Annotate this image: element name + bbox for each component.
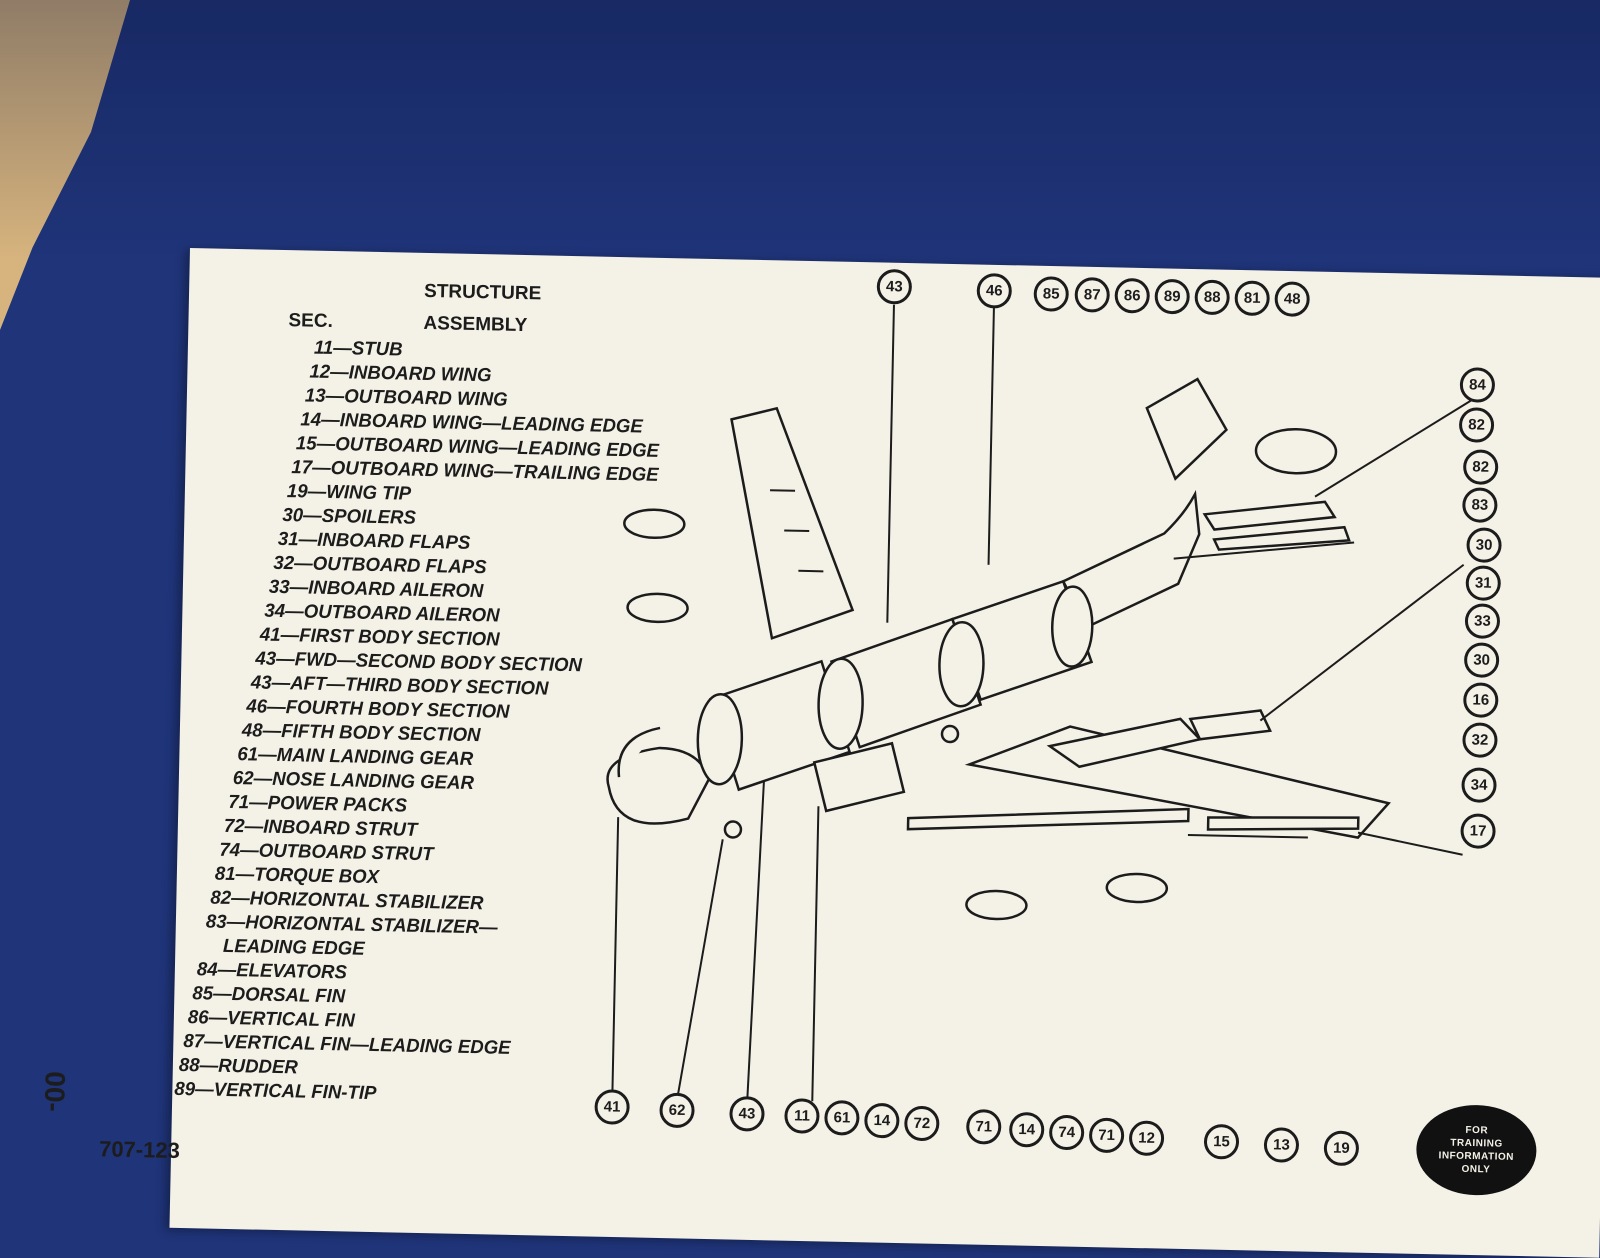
callout-bubble: 11 — [784, 1098, 820, 1134]
callout-bubble: 62 — [659, 1092, 695, 1128]
stamp-line: TRAINING — [1450, 1137, 1503, 1150]
callout-bubble: 13 — [1263, 1127, 1299, 1163]
exploded-airframe-diagram: 43 46 85 87 86 89 88 81 48 84 82 82 83 3… — [594, 269, 1502, 1166]
svg-text:15: 15 — [1213, 1133, 1230, 1150]
svg-text:41: 41 — [604, 1098, 621, 1115]
wing-drawing — [906, 709, 1391, 839]
svg-text:74: 74 — [1058, 1124, 1076, 1141]
callout-bubble: 34 — [1461, 767, 1497, 803]
callout-bubble: 31 — [1465, 565, 1501, 601]
svg-text:33: 33 — [1474, 612, 1491, 629]
callout-bubble: 82 — [1463, 449, 1499, 485]
svg-text:62: 62 — [669, 1102, 686, 1119]
svg-text:43: 43 — [886, 278, 903, 295]
page-margin-number: 00- — [38, 1071, 71, 1113]
svg-text:43: 43 — [738, 1105, 755, 1122]
svg-text:16: 16 — [1472, 691, 1489, 708]
callout-bubble: 87 — [1074, 277, 1110, 313]
blue-folder-backdrop — [0, 0, 1600, 260]
callout-bubble: 72 — [904, 1106, 940, 1142]
svg-text:31: 31 — [1475, 574, 1492, 591]
svg-text:11: 11 — [794, 1107, 810, 1124]
svg-text:86: 86 — [1124, 287, 1141, 304]
callout-bubble: 48 — [1274, 281, 1310, 317]
stamp-line: FOR — [1465, 1124, 1489, 1137]
svg-text:82: 82 — [1472, 458, 1489, 475]
callout-bubble: 74 — [1049, 1115, 1085, 1151]
callout-bubble: 41 — [594, 1089, 630, 1125]
svg-text:83: 83 — [1471, 496, 1488, 513]
svg-text:82: 82 — [1468, 416, 1485, 433]
vertical-fin-drawing — [730, 406, 855, 640]
svg-text:84: 84 — [1469, 376, 1487, 393]
svg-text:85: 85 — [1043, 285, 1060, 302]
svg-text:88: 88 — [1204, 289, 1221, 306]
callout-bubble: 19 — [1323, 1130, 1359, 1166]
svg-text:34: 34 — [1471, 776, 1489, 793]
callout-bubble: 16 — [1463, 682, 1499, 718]
svg-text:61: 61 — [833, 1109, 850, 1126]
callout-bubble: 71 — [1089, 1117, 1125, 1153]
svg-text:14: 14 — [873, 1112, 891, 1129]
callout-bubble: 30 — [1464, 642, 1500, 678]
stamp-line: ONLY — [1461, 1163, 1491, 1176]
callout-bubble: 15 — [1204, 1124, 1240, 1160]
svg-text:17: 17 — [1470, 822, 1487, 839]
svg-text:14: 14 — [1018, 1121, 1036, 1138]
callout-bubble: 82 — [1459, 407, 1495, 443]
callout-bubble: 17 — [1460, 813, 1496, 849]
svg-text:12: 12 — [1138, 1130, 1155, 1147]
callout-bubble: 71 — [966, 1109, 1002, 1145]
callout-bubble: 88 — [1194, 279, 1230, 315]
leader-lines — [611, 304, 1473, 1102]
svg-text:32: 32 — [1471, 731, 1488, 748]
fuselage-drawing — [606, 489, 1201, 825]
document-number: 707-123 — [98, 1136, 181, 1163]
svg-text:87: 87 — [1084, 286, 1101, 303]
svg-text:89: 89 — [1164, 288, 1181, 305]
svg-text:72: 72 — [913, 1115, 930, 1132]
callout-bubble: 43 — [876, 269, 912, 305]
tail-drawing — [1145, 377, 1355, 560]
callout-bubble: 81 — [1234, 280, 1270, 316]
callout-bubble: 30 — [1466, 527, 1502, 563]
svg-text:30: 30 — [1473, 651, 1490, 668]
callout-bubble: 83 — [1462, 487, 1498, 523]
svg-text:71: 71 — [1098, 1127, 1115, 1144]
callout-row-bottom: 41 62 43 11 61 14 72 71 14 74 71 12 15 1… — [594, 1089, 1359, 1166]
callout-bubble: 89 — [1154, 279, 1190, 315]
callout-bubble: 46 — [976, 273, 1012, 309]
callout-bubble: 85 — [1033, 276, 1069, 312]
callout-bubble: 14 — [1009, 1112, 1045, 1148]
callout-bubble: 14 — [864, 1103, 900, 1139]
svg-text:48: 48 — [1284, 290, 1301, 307]
callout-bubble: 61 — [824, 1100, 860, 1136]
callout-bubble: 12 — [1129, 1120, 1165, 1156]
svg-text:30: 30 — [1476, 536, 1493, 553]
callout-bubble: 86 — [1114, 278, 1150, 314]
svg-text:81: 81 — [1244, 290, 1261, 307]
svg-text:19: 19 — [1333, 1140, 1350, 1157]
callout-bubble: 84 — [1459, 367, 1495, 403]
manual-page: STRUCTURE SEC. ASSEMBLY 11—STUB 12—INBOA… — [39, 248, 1600, 1258]
callout-row-top: 43 46 85 87 86 89 88 81 48 — [876, 269, 1310, 317]
landing-gear-and-nose-drawing — [617, 724, 960, 839]
stamp-line: INFORMATION — [1438, 1150, 1515, 1163]
svg-text:13: 13 — [1273, 1136, 1290, 1153]
callout-bubble: 43 — [729, 1096, 765, 1132]
callout-bubble: 33 — [1464, 603, 1500, 639]
callout-column-right: 84 82 82 83 30 31 33 30 16 32 34 17 — [1459, 367, 1502, 849]
engine-pods-drawing — [623, 508, 1169, 921]
callout-bubble: 32 — [1462, 722, 1498, 758]
svg-text:46: 46 — [986, 282, 1003, 299]
svg-text:71: 71 — [975, 1118, 992, 1135]
